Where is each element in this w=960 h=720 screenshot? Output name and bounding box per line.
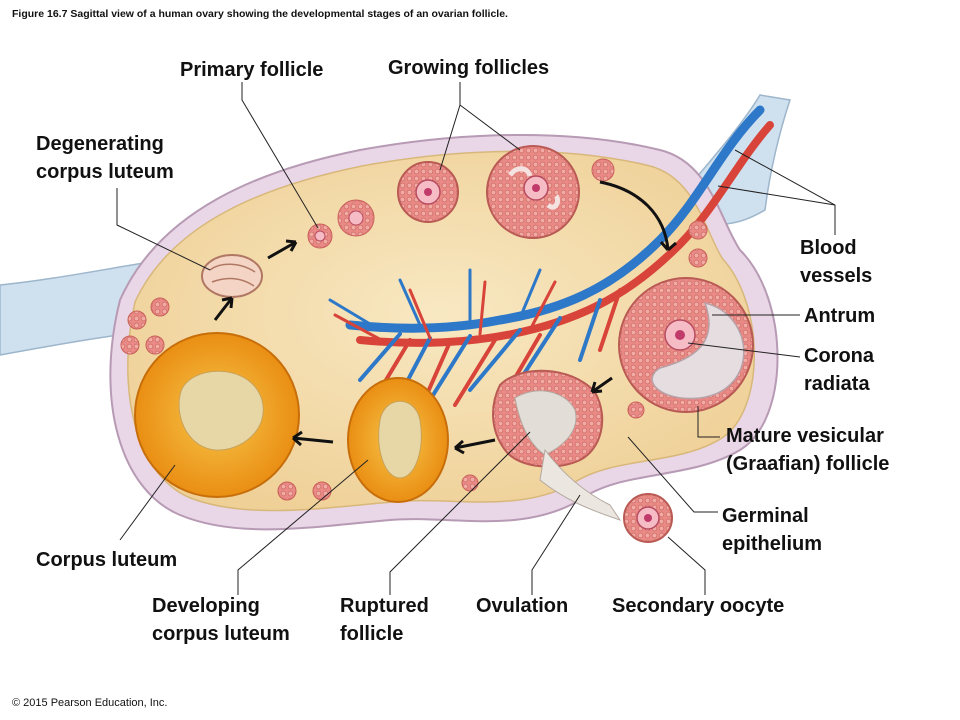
- antrum: [651, 301, 745, 400]
- secondary-oocyte: [623, 493, 673, 543]
- label-line: epithelium: [722, 533, 823, 555]
- label-corona-radiata: Corona radiata: [804, 342, 874, 398]
- label-germinal-epithelium: Germinal epithelium: [722, 502, 822, 558]
- label-line: (Graafian) follicle: [726, 453, 890, 475]
- leader-lines: [116, 82, 836, 595]
- label-line: Developing: [152, 595, 260, 617]
- label-degenerating-corpus-luteum: Degenerating corpus luteum: [36, 130, 174, 186]
- label-secondary-oocyte: Secondary oocyte: [612, 595, 785, 617]
- label-line: follicle: [340, 623, 404, 645]
- ruptured-follicle: [492, 369, 622, 521]
- growing-follicles: [397, 145, 580, 239]
- label-line: Degenerating: [36, 133, 164, 155]
- developing-corpus-luteum: [347, 377, 449, 503]
- label-corpus-luteum: Corpus luteum: [36, 549, 178, 571]
- blood-vessels: [328, 105, 774, 412]
- label-blood-vessels: Blood vessels: [800, 234, 872, 290]
- label-line: radiata: [804, 373, 870, 395]
- label-growing-follicles: Growing follicles: [388, 57, 550, 79]
- label-mature-follicle: Mature vesicular (Graafian) follicle: [726, 422, 889, 478]
- label-line: Blood: [800, 237, 857, 259]
- label-line: Germinal: [722, 505, 809, 527]
- corpus-luteum: [134, 332, 300, 498]
- primary-follicles: [120, 158, 708, 501]
- label-line: Ruptured: [340, 595, 429, 617]
- label-line: corpus luteum: [36, 161, 174, 183]
- mature-graafian-follicle: [618, 277, 754, 413]
- label-line: Corona: [804, 345, 874, 367]
- label-antrum: Antrum: [804, 305, 876, 327]
- label-ovulation: Ovulation: [476, 595, 569, 617]
- figure-caption: Figure 16.7 Sagittal view of a human ova…: [12, 8, 508, 20]
- label-line: Mature vesicular: [726, 425, 884, 447]
- label-ruptured-follicle: Ruptured follicle: [340, 592, 429, 648]
- label-developing-corpus-luteum: Developing corpus luteum: [152, 592, 290, 648]
- degenerating-corpus-luteum: [201, 254, 263, 298]
- copyright-notice: © 2015 Pearson Education, Inc.: [12, 697, 168, 709]
- progression-arrows: [213, 180, 677, 455]
- label-line: corpus luteum: [152, 623, 290, 645]
- label-primary-follicle: Primary follicle: [180, 59, 324, 81]
- label-line: vessels: [800, 265, 873, 287]
